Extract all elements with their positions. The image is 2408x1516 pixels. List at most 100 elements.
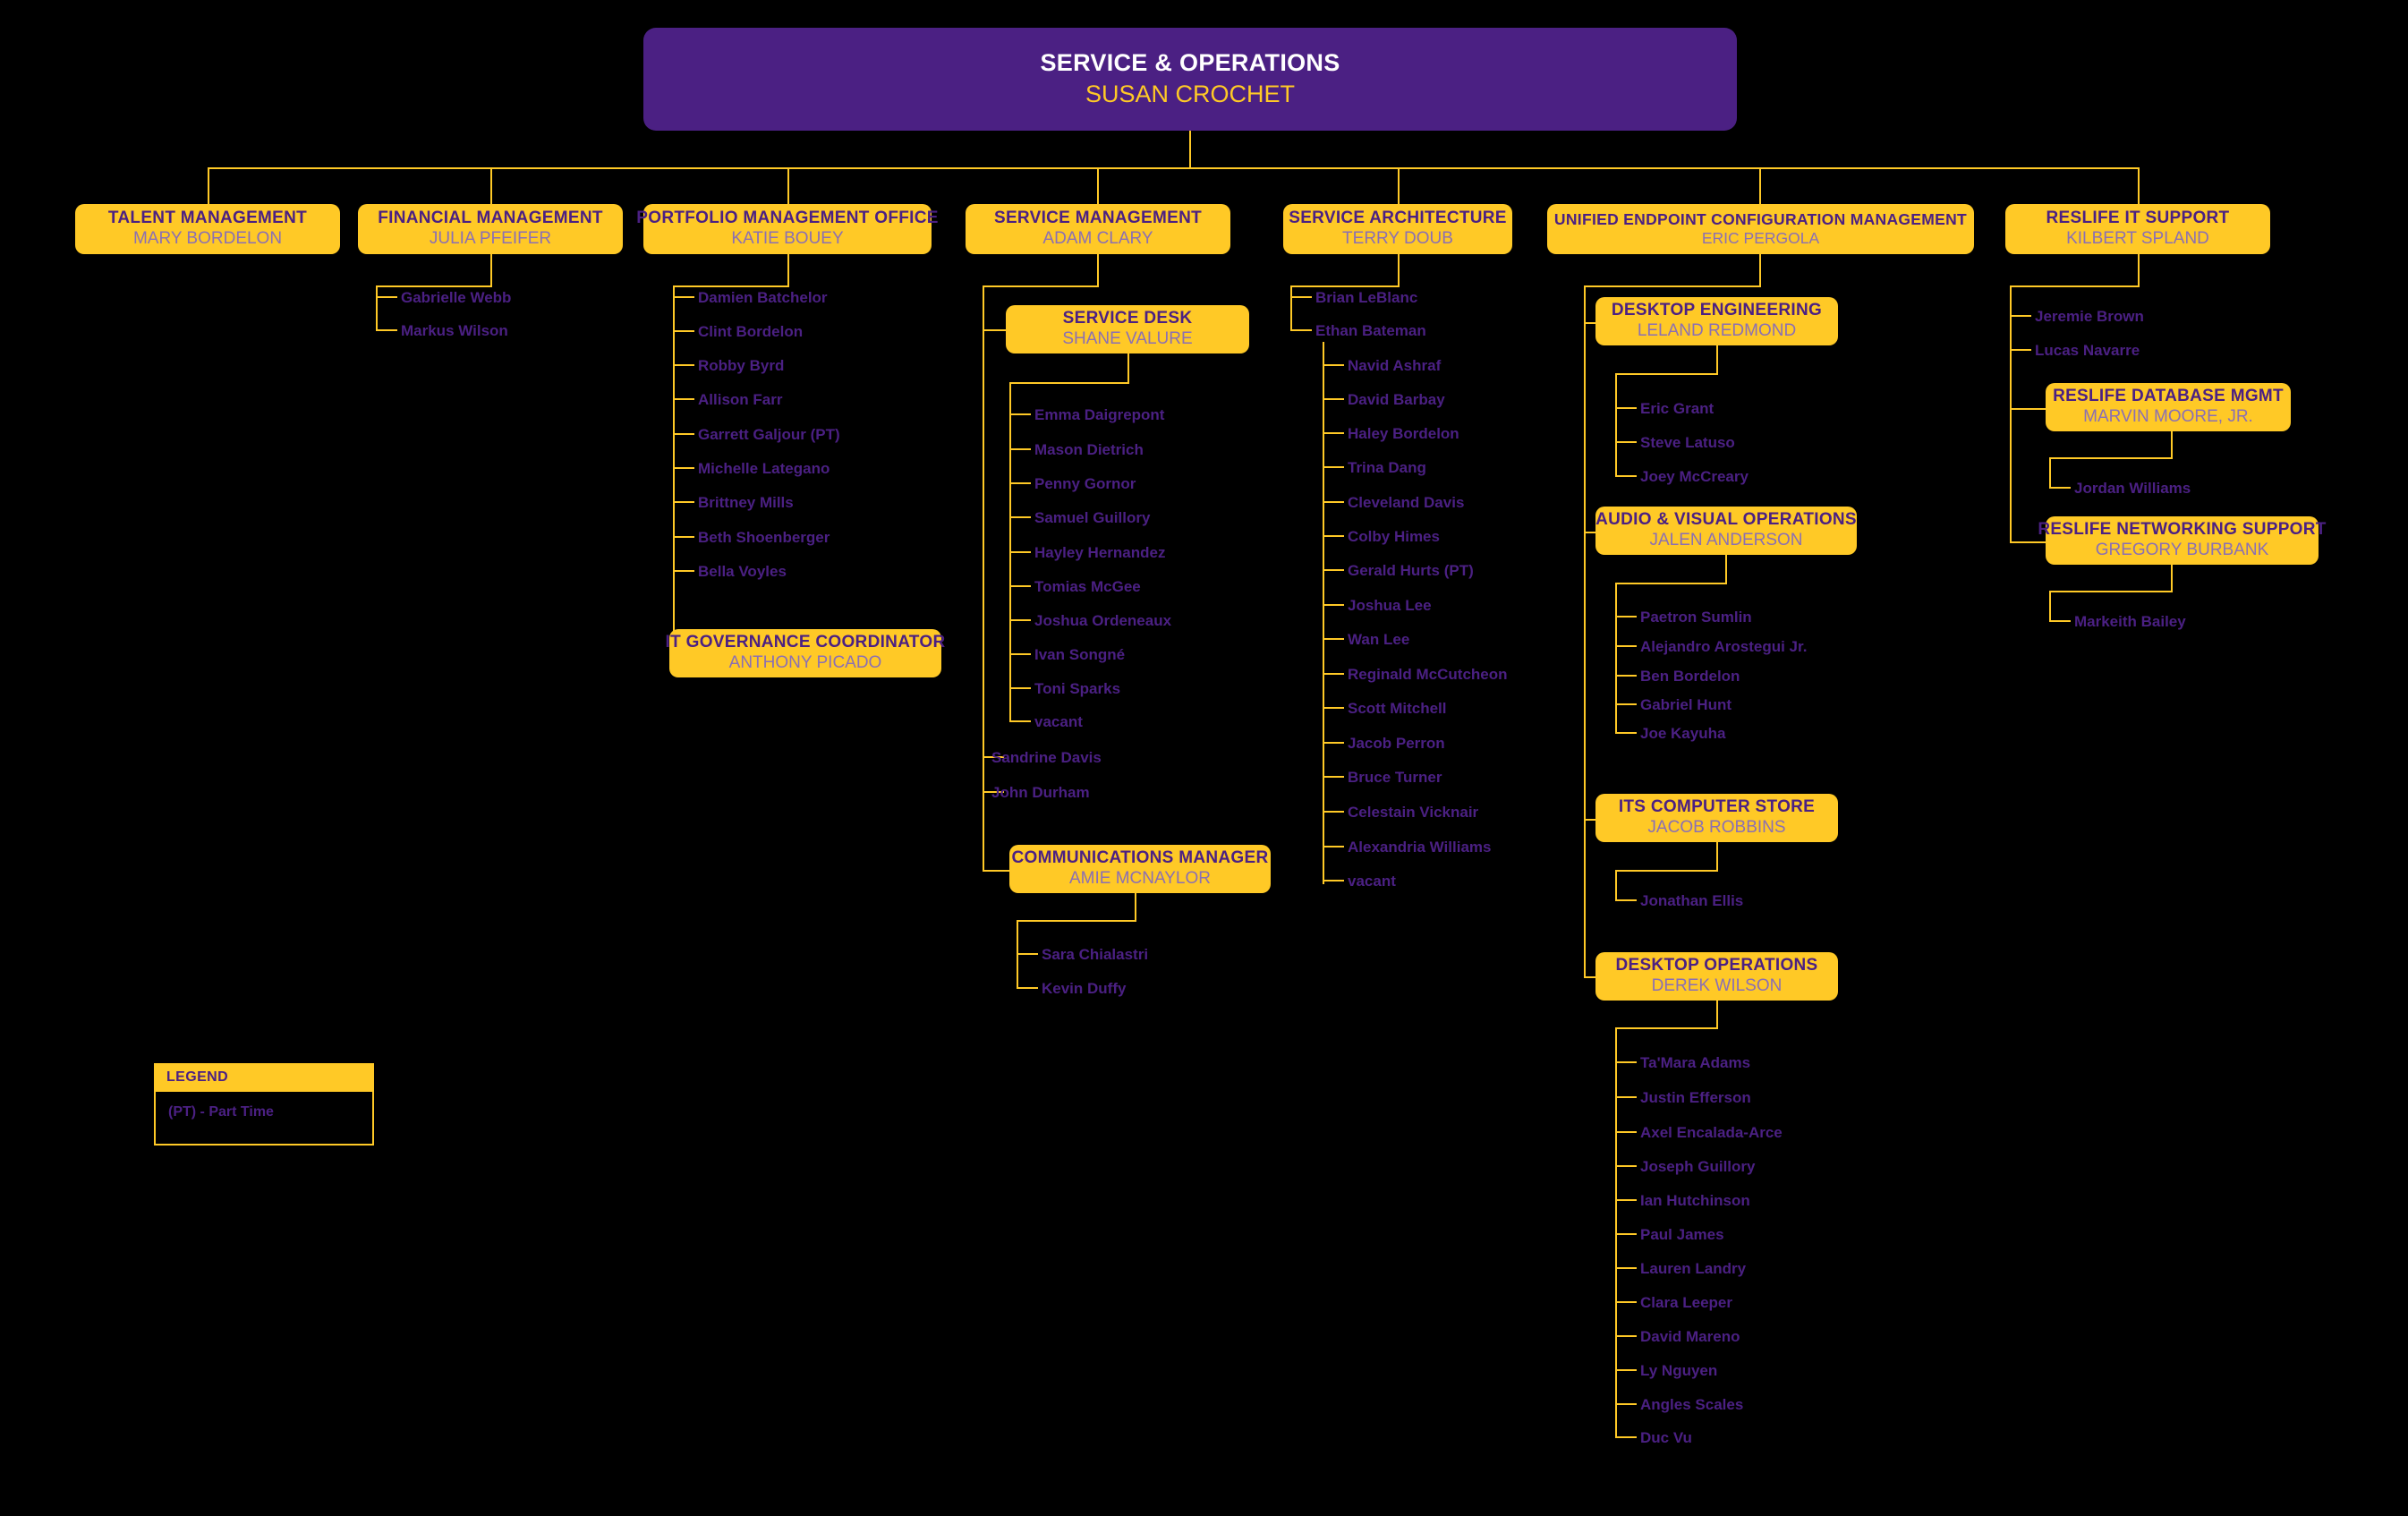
connector-svcarch-elbow bbox=[1290, 285, 1400, 287]
dept-service-management[interactable]: SERVICE MANAGEMENT ADAM CLARY bbox=[966, 204, 1230, 254]
connector-eb-tick-8 bbox=[1323, 638, 1344, 640]
dept-portfolio-management-office[interactable]: PORTFOLIO MANAGEMENT OFFICE KATIE BOUEY bbox=[636, 204, 938, 254]
connector-reslife-elbow bbox=[2010, 285, 2140, 287]
connector-reslife-stem bbox=[2138, 254, 2140, 286]
connector-financial-stem bbox=[490, 254, 492, 286]
unit-reslife-networking-support[interactable]: RESLIFE NETWORKING SUPPORT GREGORY BURBA… bbox=[2038, 516, 2326, 565]
legend-entry: (PT) - Part Time bbox=[154, 1092, 374, 1146]
connector-main-bus bbox=[208, 167, 2138, 169]
dept-talent-management[interactable]: TALENT MANAGEMENT MARY BORDELON bbox=[75, 204, 340, 254]
dept-unified-endpoint-configuration-management[interactable]: UNIFIED ENDPOINT CONFIGURATION MANAGEMEN… bbox=[1547, 204, 1974, 254]
unit-title: DESKTOP ENGINEERING bbox=[1611, 301, 1823, 320]
unit-audio-visual-operations[interactable]: AUDIO & VISUAL OPERATIONS JALEN ANDERSON bbox=[1595, 507, 1857, 555]
staff-name: Ly Nguyen bbox=[1640, 1362, 1718, 1379]
connector-financial-elbow bbox=[376, 285, 492, 287]
connector-pmo-spine bbox=[673, 285, 675, 633]
connector-comms-tick-0 bbox=[1017, 953, 1038, 955]
connector-root-stem bbox=[1189, 131, 1191, 168]
connector-svcmgmt-stem bbox=[1097, 254, 1099, 286]
connector-drop-talent bbox=[208, 167, 209, 205]
staff-name: Robby Byrd bbox=[698, 357, 785, 374]
unit-reslife-database-mgmt[interactable]: RESLIFE DATABASE MGMT MARVIN MOORE, JR. bbox=[2046, 383, 2291, 431]
dept-person: KATIE BOUEY bbox=[731, 229, 844, 249]
dept-service-architecture[interactable]: SERVICE ARCHITECTURE TERRY DOUB bbox=[1283, 204, 1512, 254]
connector-reslife-to-db bbox=[2010, 408, 2046, 410]
connector-comms-stem bbox=[1135, 893, 1136, 921]
connector-do-tick-10 bbox=[1615, 1403, 1637, 1405]
connector-sd-tick-6 bbox=[1009, 619, 1031, 621]
connector-servicedesk-elbow bbox=[1009, 382, 1129, 384]
staff-name: Allison Farr bbox=[698, 391, 783, 408]
unit-it-governance-coordinator[interactable]: IT GOVERNANCE COORDINATOR ANTHONY PICADO bbox=[666, 629, 945, 677]
staff-name: Ian Hutchinson bbox=[1640, 1192, 1750, 1209]
staff-name: Colby Himes bbox=[1348, 528, 1440, 545]
dept-title: UNIFIED ENDPOINT CONFIGURATION MANAGEMEN… bbox=[1553, 209, 1968, 228]
connector-drop-uecm bbox=[1759, 167, 1761, 205]
connector-sd-tick-9 bbox=[1009, 720, 1031, 722]
staff-name: Michelle Lategano bbox=[698, 460, 830, 477]
dept-person: ERIC PERGOLA bbox=[1701, 229, 1820, 248]
staff-name: Joseph Guillory bbox=[1640, 1158, 1756, 1175]
connector-sd-tick-2 bbox=[1009, 482, 1031, 484]
connector-pmo-tick-8 bbox=[673, 570, 694, 572]
connector-do-tick-7 bbox=[1615, 1301, 1637, 1303]
staff-name: Angles Scales bbox=[1640, 1396, 1744, 1413]
staff-name: Clara Leeper bbox=[1640, 1294, 1732, 1311]
unit-communications-manager[interactable]: COMMUNICATIONS MANAGER AMIE MCNAYLOR bbox=[1009, 845, 1271, 893]
staff-name: Damien Batchelor bbox=[698, 289, 828, 306]
staff-name: David Mareno bbox=[1640, 1328, 1740, 1345]
connector-svcarch-stem bbox=[1398, 254, 1400, 286]
dept-title: SERVICE MANAGEMENT bbox=[993, 209, 1203, 228]
dept-reslife-it-support[interactable]: RESLIFE IT SUPPORT KILBERT SPLAND bbox=[2005, 204, 2270, 254]
staff-name: Alexandria Williams bbox=[1348, 839, 1492, 856]
connector-pmo-tick-5 bbox=[673, 467, 694, 469]
root-node-service-operations[interactable]: SERVICE & OPERATIONS SUSAN CROCHET bbox=[643, 28, 1737, 131]
staff-name: Axel Encalada-Arce bbox=[1640, 1124, 1783, 1141]
connector-pmo-stem bbox=[787, 254, 789, 286]
connector-eb-tick-15 bbox=[1323, 880, 1344, 881]
connector-eb-tick-4 bbox=[1323, 501, 1344, 503]
connector-deskops-elbow bbox=[1615, 1027, 1718, 1029]
dept-financial-management[interactable]: FINANCIAL MANAGEMENT JULIA PFEIFER bbox=[358, 204, 623, 254]
connector-do-tick-9 bbox=[1615, 1369, 1637, 1371]
connector-deskeng-elbow bbox=[1615, 373, 1718, 375]
staff-name: Markus Wilson bbox=[401, 322, 508, 339]
connector-store-stem bbox=[1716, 842, 1718, 871]
connector-pmo-elbow bbox=[673, 285, 789, 287]
unit-title: RESLIFE NETWORKING SUPPORT bbox=[2038, 520, 2327, 540]
unit-title: COMMUNICATIONS MANAGER bbox=[1011, 848, 1269, 868]
dept-person: ADAM CLARY bbox=[1042, 229, 1153, 249]
unit-title: IT GOVERNANCE COORDINATOR bbox=[665, 633, 946, 652]
staff-name: Lauren Landry bbox=[1640, 1260, 1747, 1277]
unit-person: SHANE VALURE bbox=[1062, 329, 1193, 349]
unit-desktop-operations[interactable]: DESKTOP OPERATIONS DEREK WILSON bbox=[1595, 952, 1838, 1001]
staff-name: Clint Bordelon bbox=[698, 323, 804, 340]
unit-service-desk[interactable]: SERVICE DESK SHANE VALURE bbox=[1006, 305, 1249, 353]
staff-name: Celestain Vicknair bbox=[1348, 804, 1479, 821]
connector-eb-tick-5 bbox=[1323, 535, 1344, 537]
unit-its-computer-store[interactable]: ITS COMPUTER STORE JACOB ROBBINS bbox=[1595, 794, 1838, 842]
connector-pmo-tick-0 bbox=[673, 296, 694, 298]
staff-name: vacant bbox=[1348, 873, 1396, 890]
staff-name: Joey McCreary bbox=[1640, 468, 1749, 485]
connector-uecm-stem bbox=[1759, 254, 1761, 286]
connector-av-tick-2 bbox=[1615, 675, 1637, 677]
staff-name: Wan Lee bbox=[1348, 631, 1410, 648]
connector-do-tick-4 bbox=[1615, 1199, 1637, 1201]
unit-title: DESKTOP OPERATIONS bbox=[1615, 956, 1818, 975]
unit-person: GREGORY BURBANK bbox=[2095, 541, 2269, 560]
connector-reslife-to-net bbox=[2010, 541, 2046, 543]
staff-name: Joe Kayuha bbox=[1640, 725, 1726, 742]
dept-person: MARY BORDELON bbox=[132, 229, 283, 249]
staff-name-manager: Ethan Bateman bbox=[1315, 322, 1426, 339]
staff-name: Reginald McCutcheon bbox=[1348, 666, 1508, 683]
connector-do-tick-2 bbox=[1615, 1131, 1637, 1133]
staff-name: Sandrine Davis bbox=[991, 749, 1102, 766]
connector-drop-service-mgmt bbox=[1097, 167, 1099, 205]
staff-name: Navid Ashraf bbox=[1348, 357, 1442, 374]
connector-svcarch-tick-0 bbox=[1290, 296, 1312, 298]
unit-desktop-engineering[interactable]: DESKTOP ENGINEERING LELAND REDMOND bbox=[1595, 297, 1838, 345]
connector-svcmgmt-to-servicedesk bbox=[983, 329, 1006, 331]
staff-name: Haley Bordelon bbox=[1348, 425, 1459, 442]
connector-uecm-spine bbox=[1584, 285, 1586, 977]
